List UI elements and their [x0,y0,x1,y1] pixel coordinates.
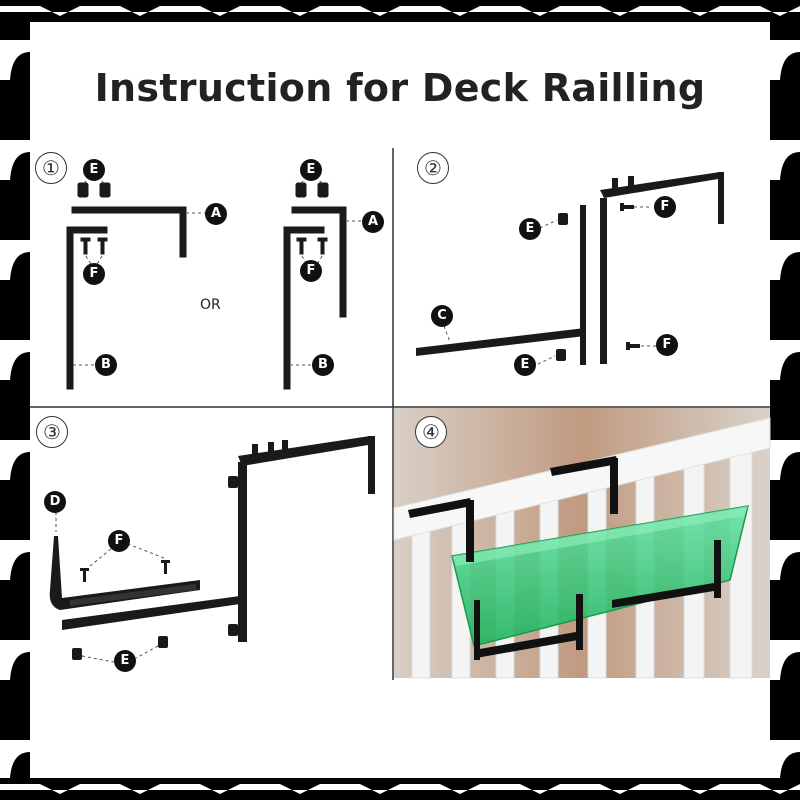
step-1-number: ① [35,152,67,184]
part-e-badge: E [514,354,536,376]
part-e-badge: E [519,218,541,240]
part-d-badge: D [44,491,66,513]
page-title: Instruction for Deck Railling [94,66,706,110]
part-a-badge: A [362,211,384,233]
part-c-badge: C [431,305,453,327]
part-f-badge: F [108,530,130,552]
part-e-badge: E [300,159,322,181]
part-e-badge: E [83,159,105,181]
part-f-badge: F [300,260,322,282]
part-f-badge: F [654,196,676,218]
step-4-number: ④ [415,416,447,448]
step-2-number: ② [417,152,449,184]
part-f-badge: F [656,334,678,356]
part-b-badge: B [312,354,334,376]
part-b-badge: B [95,354,117,376]
part-a-badge: A [205,203,227,225]
or-label: OR [200,297,221,313]
step-3-number: ③ [36,416,68,448]
part-e-badge: E [114,650,136,672]
part-f-badge: F [83,263,105,285]
